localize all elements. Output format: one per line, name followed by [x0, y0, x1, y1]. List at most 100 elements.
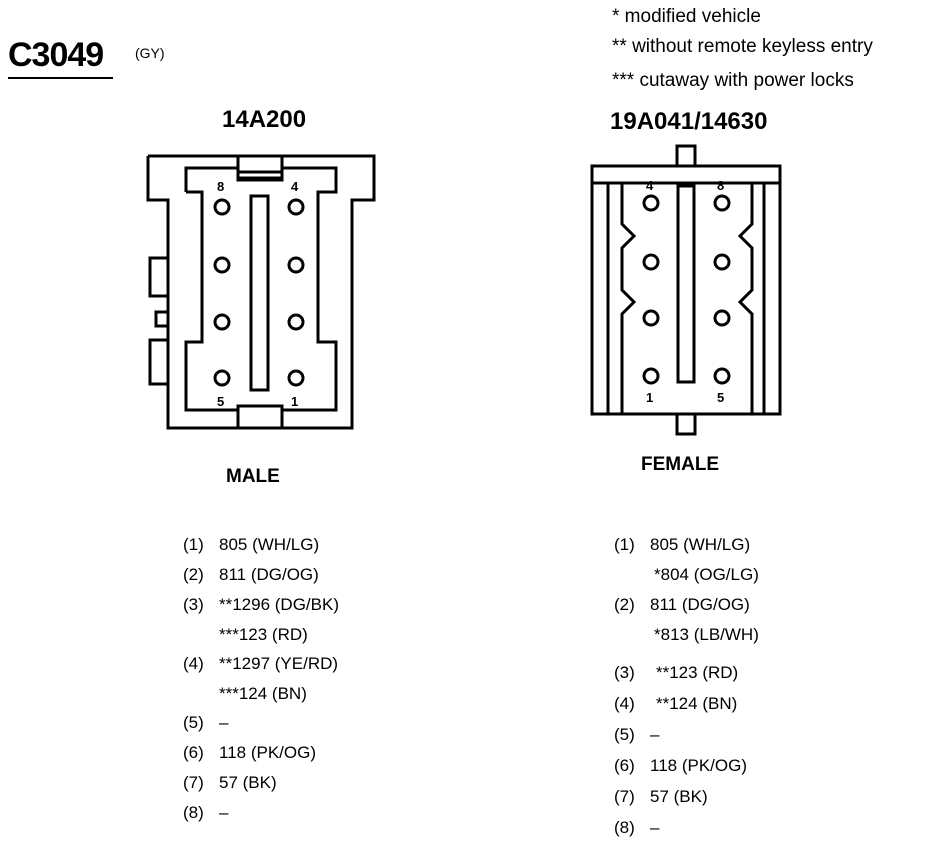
male-pin-number: (8)	[183, 803, 204, 822]
male-pin-wire: ***124 (BN)	[219, 684, 307, 703]
connector-id: C3049	[8, 36, 104, 74]
female-pin-label-top-right: 8	[717, 178, 724, 193]
male-pin-wire: 118 (PK/OG)	[219, 743, 316, 762]
male-pin-label-bottom-left: 5	[217, 394, 224, 409]
male-pin-wire: –	[219, 713, 229, 732]
male-pin-wire: ***123 (RD)	[219, 625, 308, 644]
female-pin-number: (6)	[614, 756, 635, 775]
female-label: FEMALE	[641, 454, 720, 475]
male-connector-face: 8 4 5 1	[146, 154, 376, 430]
female-pin-wire: 811 (DG/OG)	[650, 595, 750, 614]
right-part-number: 19A041/14630	[610, 108, 768, 135]
legend-note-no-keyless: ** without remote keyless entry	[612, 36, 873, 57]
male-pin-row: (1)805 (WH/LG)	[183, 535, 319, 557]
female-pin-wire: *813 (LB/WH)	[654, 625, 759, 644]
female-pin-7	[713, 253, 731, 271]
male-pin-8	[213, 198, 231, 216]
female-left-latch	[620, 183, 637, 414]
male-pin-wire: **1297 (YE/RD)	[219, 654, 339, 673]
male-pin-2	[287, 313, 305, 331]
female-pin-wire: 118 (PK/OG)	[650, 756, 747, 775]
female-pin-8	[713, 194, 731, 212]
female-pin-row: *813 (LB/WH)	[614, 625, 759, 647]
left-part-number: 14A200	[222, 106, 307, 133]
female-pin-row: (5)–	[614, 725, 659, 747]
male-pin-row: (5)–	[183, 713, 228, 735]
male-pin-number: (4)	[183, 654, 204, 673]
male-center-key	[249, 194, 270, 392]
female-pin-2	[642, 309, 660, 327]
male-pin-6	[213, 313, 231, 331]
female-pin-3	[642, 253, 660, 271]
female-bottom-tab	[675, 412, 697, 436]
legend-note-modified: * modified vehicle	[612, 6, 761, 27]
male-side-tab-upper	[148, 256, 170, 298]
male-pin-1	[287, 369, 305, 387]
female-pin-number: (5)	[614, 725, 635, 744]
female-pin-row: (3)**123 (RD)	[614, 663, 738, 685]
male-housing-inner	[184, 166, 338, 412]
legend-note-cutaway: *** cutaway with power locks	[612, 70, 854, 91]
female-pin-number: (3)	[614, 663, 635, 682]
female-connector-face: 4 8 1 5	[590, 144, 782, 436]
female-pin-list: (1) 805 (WH/LG) *804 (OG/LG) (2)811 (DG/OG)…	[614, 535, 854, 845]
female-pin-1	[642, 367, 660, 385]
female-pin-row: (7) 57 (BK)	[614, 787, 708, 809]
female-pin-label-top-left: 4	[646, 178, 654, 193]
female-pin-row: (1) 805 (WH/LG)	[614, 535, 750, 557]
male-pin-row: (7) 57 (BK)	[183, 773, 277, 795]
male-pin-3	[287, 256, 305, 274]
female-housing-outline	[590, 164, 782, 416]
male-pin-wire: –	[219, 803, 229, 822]
female-pin-number: (1)	[614, 535, 635, 554]
female-top-tab	[675, 144, 697, 168]
female-pin-row: (8)–	[614, 818, 659, 840]
male-pin-row: (6) 118 (PK/OG)	[183, 743, 316, 765]
male-pin-4	[287, 198, 305, 216]
female-pin-wire: 57 (BK)	[650, 787, 708, 806]
female-pin-6	[713, 309, 731, 327]
female-pin-number: (7)	[614, 787, 635, 806]
female-pin-5	[713, 367, 731, 385]
male-pin-row: (8)–	[183, 803, 228, 825]
male-pin-label-bottom-right: 1	[291, 394, 298, 409]
male-pin-list: (1)805 (WH/LG) (2) 811 (DG/OG) (3) **1296 (D…	[183, 535, 423, 835]
male-pin-wire: 811 (DG/OG)	[219, 565, 319, 584]
male-label: MALE	[226, 466, 280, 487]
female-pin-number: (8)	[614, 818, 635, 837]
female-pin-4	[642, 194, 660, 212]
male-top-latch	[236, 154, 284, 182]
female-center-key	[676, 184, 696, 384]
female-pin-wire: –	[650, 725, 660, 744]
female-pin-wire: **124 (BN)	[656, 694, 738, 713]
connector-id-underline	[8, 77, 113, 79]
male-pin-number: (6)	[183, 743, 204, 762]
male-pin-label-top-left: 8	[217, 179, 224, 194]
male-pin-number: (2)	[183, 565, 204, 584]
female-pin-wire: –	[650, 818, 660, 837]
female-right-latch	[737, 183, 754, 414]
female-pin-wire: 805 (WH/LG)	[650, 535, 751, 554]
male-pin-number: (1)	[183, 535, 204, 554]
female-pin-row: *804 (OG/LG)	[614, 565, 759, 587]
female-pin-label-bottom-right: 5	[717, 390, 724, 405]
male-pin-number: (7)	[183, 773, 204, 792]
male-pin-number: (3)	[183, 595, 204, 614]
male-pin-7	[213, 256, 231, 274]
male-side-tab-small	[154, 310, 170, 328]
male-pin-label-top-right: 4	[291, 179, 299, 194]
male-pin-number: (5)	[183, 713, 204, 732]
connector-color-code: (GY)	[135, 45, 165, 61]
male-pin-row: (2) 811 (DG/OG)	[183, 565, 319, 587]
male-pin-wire: **1296 (DG/BK)	[219, 595, 339, 614]
male-pin-5	[213, 369, 231, 387]
female-pin-row: (2)811 (DG/OG)	[614, 595, 750, 617]
female-pin-wire: *804 (OG/LG)	[654, 565, 759, 584]
male-pin-row: (3) **1296 (DG/BK)	[183, 595, 339, 617]
male-pin-row: ***124 (BN)	[183, 684, 307, 706]
female-pin-number: (4)	[614, 694, 635, 713]
male-bottom-latch	[236, 404, 284, 430]
female-pin-row: (6) 118 (PK/OG)	[614, 756, 747, 778]
male-pin-wire: 57 (BK)	[219, 773, 277, 792]
male-pin-row: ***123 (RD)	[183, 625, 308, 647]
